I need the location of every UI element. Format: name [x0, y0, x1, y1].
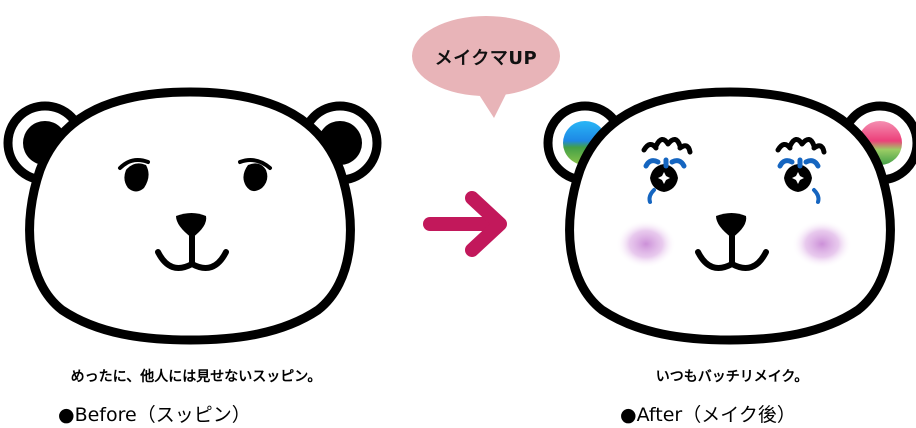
label-after: ●After（メイク後） — [620, 404, 796, 426]
nose — [176, 213, 207, 238]
nose — [716, 213, 747, 238]
blush-right — [792, 220, 852, 268]
speech-bubble — [412, 16, 560, 118]
bubble-text: メイクマUP — [434, 48, 538, 69]
bear-after — [543, 87, 916, 345]
eyelash-right — [238, 158, 272, 170]
label-before: ●Before（スッピン） — [58, 404, 251, 426]
eye-right — [243, 163, 268, 192]
bear-before — [3, 87, 382, 345]
eye-left — [124, 163, 149, 192]
caption-before: めったに、他人には見せないスッピン。 — [70, 369, 322, 385]
arrow-right-icon — [423, 191, 507, 257]
eye-left-made-up — [641, 137, 693, 204]
eye-right-made-up — [775, 137, 827, 204]
caption-after: いつもバッチリメイク。 — [655, 369, 809, 385]
blush-left — [616, 220, 676, 268]
eyelash-left — [118, 158, 150, 170]
